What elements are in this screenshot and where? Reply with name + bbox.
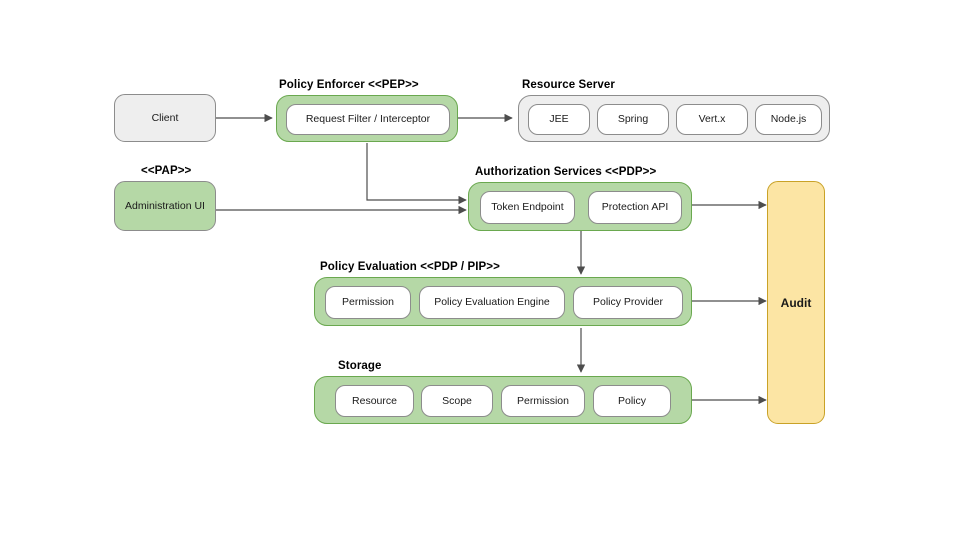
chip-policy-label: Policy bbox=[617, 394, 646, 407]
chip-nodejs-label: Node.js bbox=[770, 113, 807, 126]
policy-enforcer-title: Policy Enforcer <<PEP>> bbox=[279, 79, 419, 91]
chip-protection-api[interactable]: Protection API bbox=[588, 191, 682, 224]
pap-title: <<PAP>> bbox=[141, 165, 192, 177]
chip-nodejs[interactable]: Node.js bbox=[755, 104, 822, 135]
chip-protection-api-label: Protection API bbox=[601, 201, 669, 214]
group-authorization-services: Token Endpoint Protection API bbox=[468, 182, 692, 231]
chip-permission-evaluation-label: Permission bbox=[342, 296, 394, 309]
chip-request-filter-interceptor[interactable]: Request Filter / Interceptor bbox=[286, 104, 450, 135]
resource-server-title: Resource Server bbox=[522, 79, 615, 91]
chip-vertx-label: Vert.x bbox=[698, 113, 726, 126]
node-audit-label: Audit bbox=[780, 295, 812, 310]
authorization-services-title: Authorization Services <<PDP>> bbox=[475, 166, 657, 178]
chip-policy-evaluation-engine-label: Policy Evaluation Engine bbox=[434, 296, 550, 309]
chip-token-endpoint-label: Token Endpoint bbox=[491, 201, 564, 214]
chip-policy-provider[interactable]: Policy Provider bbox=[573, 286, 683, 319]
chip-permission-storage[interactable]: Permission bbox=[501, 385, 585, 417]
chip-vertx[interactable]: Vert.x bbox=[676, 104, 748, 135]
policy-evaluation-title: Policy Evaluation <<PDP / PIP>> bbox=[320, 261, 500, 273]
chip-jee-label: JEE bbox=[549, 113, 569, 126]
chip-policy[interactable]: Policy bbox=[593, 385, 671, 417]
node-administration-ui[interactable]: Administration UI bbox=[114, 181, 216, 231]
chip-jee[interactable]: JEE bbox=[528, 104, 590, 135]
node-administration-ui-label: Administration UI bbox=[125, 199, 205, 212]
chip-resource[interactable]: Resource bbox=[335, 385, 414, 417]
node-client[interactable]: Client bbox=[114, 94, 216, 142]
wire-policy-enforcer-to-authorization-services bbox=[366, 143, 467, 205]
node-audit[interactable]: Audit bbox=[767, 181, 825, 424]
chip-permission-storage-label: Permission bbox=[517, 394, 569, 407]
chip-permission-evaluation[interactable]: Permission bbox=[325, 286, 411, 319]
chip-request-filter-interceptor-label: Request Filter / Interceptor bbox=[305, 113, 431, 126]
group-policy-enforcer: Request Filter / Interceptor bbox=[276, 95, 458, 142]
chip-spring[interactable]: Spring bbox=[597, 104, 669, 135]
group-resource-server: JEE Spring Vert.x Node.js bbox=[518, 95, 830, 142]
chip-scope[interactable]: Scope bbox=[421, 385, 493, 417]
chip-token-endpoint[interactable]: Token Endpoint bbox=[480, 191, 575, 224]
chip-spring-label: Spring bbox=[617, 113, 649, 126]
chip-policy-evaluation-engine[interactable]: Policy Evaluation Engine bbox=[419, 286, 565, 319]
chip-policy-provider-label: Policy Provider bbox=[592, 296, 664, 309]
chip-resource-label: Resource bbox=[352, 394, 397, 407]
storage-title: Storage bbox=[338, 360, 382, 372]
node-client-label: Client bbox=[151, 111, 179, 124]
group-storage: Resource Scope Permission Policy bbox=[314, 376, 692, 424]
chip-scope-label: Scope bbox=[442, 394, 472, 407]
group-policy-evaluation: Permission Policy Evaluation Engine Poli… bbox=[314, 277, 692, 326]
